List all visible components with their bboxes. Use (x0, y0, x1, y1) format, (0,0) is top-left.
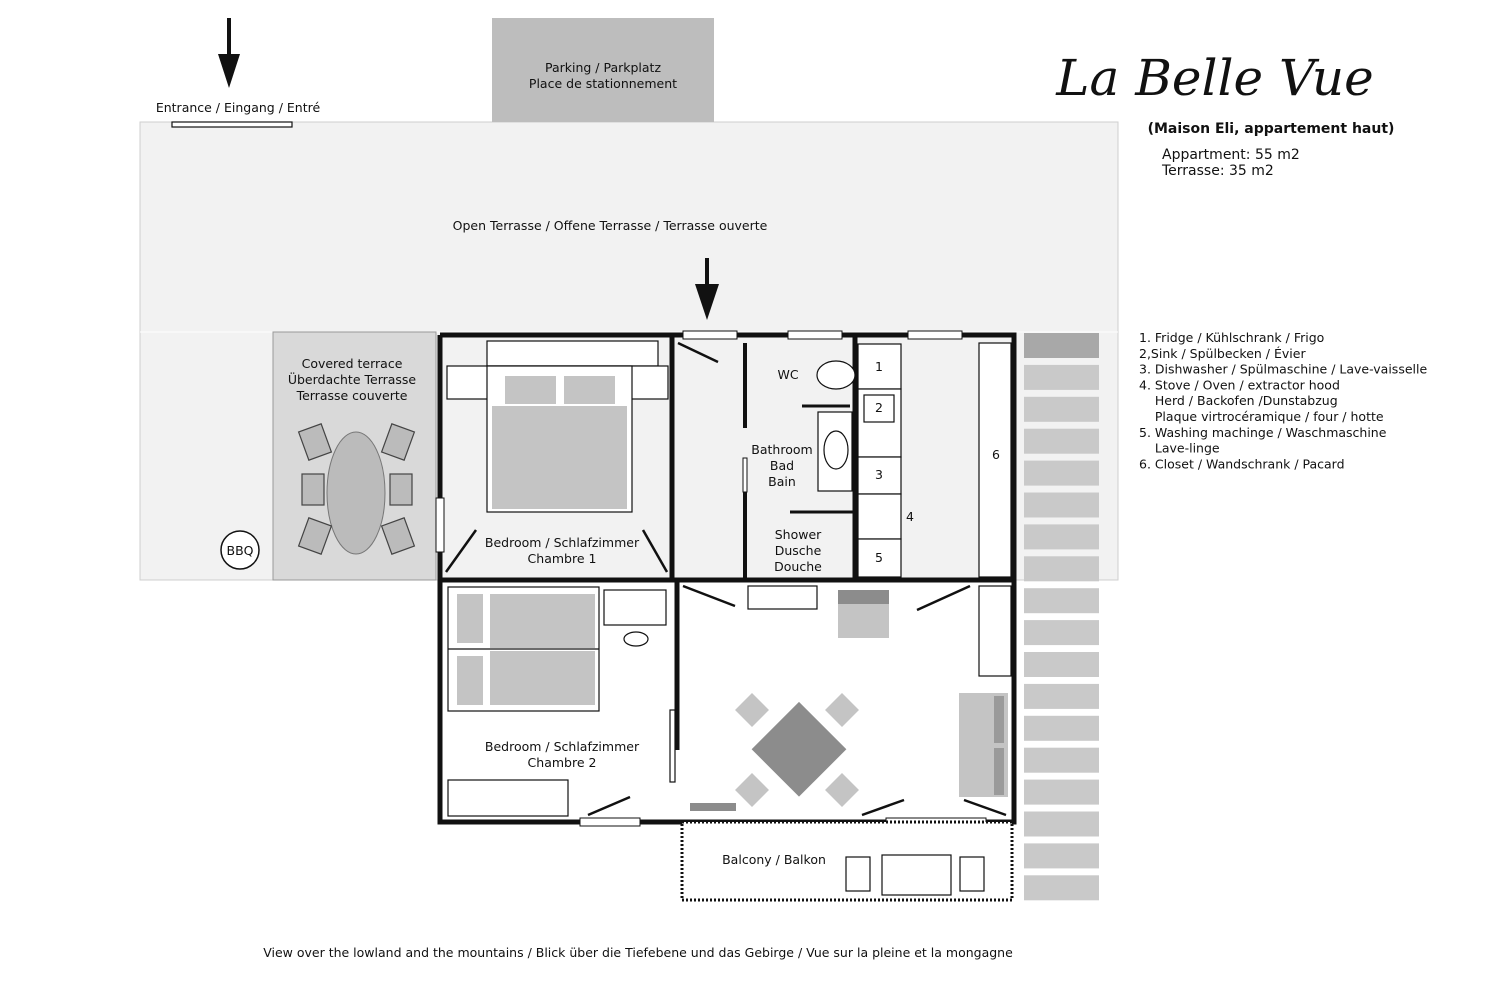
dining-table (735, 693, 859, 807)
legend-line: 3. Dishwasher / Spülmaschine / Lave-vais… (1139, 362, 1427, 377)
legend-line: Herd / Backofen /Dunstabzug (1139, 393, 1338, 408)
bbq-label: BBQ (227, 543, 254, 558)
bbq-icon (220, 530, 260, 570)
legend-line: 2,Sink / Spülbecken / Évier (1139, 346, 1306, 361)
bedroom2-furniture (447, 586, 676, 817)
parking-label-2: Place de stationnement (529, 76, 677, 91)
living-room-furniture (690, 585, 1012, 811)
stair-step (1024, 428, 1099, 454)
kitchen-num-4: 4 (906, 509, 914, 524)
bedroom2-label-1: Bedroom / Schlafzimmer (485, 739, 640, 754)
bath-label-1: Bathroom (751, 442, 812, 457)
bedroom2-doors (587, 795, 631, 817)
area-apartment: Appartment: 55 m2 (1162, 147, 1300, 163)
balcony-label: Balcony / Balkon (722, 852, 826, 867)
kitchen-num-3: 3 (875, 467, 883, 482)
kitchen-num-1: 1 (875, 359, 883, 374)
bedroom1-bed (446, 340, 669, 513)
kitchen-num-2: 2 (875, 400, 883, 415)
parking-area (492, 18, 714, 122)
stair-step (1024, 524, 1099, 550)
stair-step (1024, 683, 1099, 709)
stair-step (1024, 779, 1099, 805)
page-subtitle: (Maison Eli, appartement haut) (1148, 121, 1395, 137)
legend-line: Plaque virtrocéramique / four / hotte (1139, 409, 1384, 424)
area-terrace: Terrasse: 35 m2 (1161, 163, 1274, 179)
stair-step (1024, 843, 1099, 869)
wc-label: WC (777, 367, 798, 382)
stair-step (1024, 715, 1099, 741)
stair-step (1024, 652, 1099, 677)
stair-step (1024, 396, 1099, 422)
kitchen-num-6: 6 (992, 447, 1000, 462)
stair-step (1024, 333, 1099, 358)
entrance-door (171, 121, 293, 128)
kitchen-num-5: 5 (875, 550, 883, 565)
bath-label-2: Bad (770, 458, 794, 473)
page-title: La Belle Vue (1055, 49, 1373, 107)
covered-label-1: Covered terrace (302, 356, 403, 371)
open-terrace-label: Open Terrasse / Offene Terrasse / Terras… (453, 218, 768, 233)
stair-step (1024, 747, 1099, 773)
stair-step (1024, 556, 1099, 582)
living-room-doors (682, 584, 1007, 817)
legend-line: Lave-linge (1139, 441, 1220, 456)
stair-step (1024, 811, 1099, 837)
bedroom2-label-2: Chambre 2 (528, 755, 597, 770)
entrance-label: Entrance / Eingang / Entré (156, 100, 321, 115)
legend-line: 5. Washing machinge / Waschmaschine (1139, 425, 1387, 440)
kitchen-units (857, 342, 1012, 578)
entrance-arrow-icon (218, 18, 240, 88)
legend-line: 6. Closet / Wandschrank / Pacard (1139, 456, 1345, 471)
covered-label-3: Terrasse couverte (296, 388, 408, 403)
shower-label-2: Dusche (775, 543, 822, 558)
shower-label-1: Shower (775, 527, 822, 542)
stair-step (1024, 364, 1099, 390)
stair-step (1024, 620, 1099, 646)
bedroom1-label-1: Bedroom / Schlafzimmer (485, 535, 640, 550)
stair-step (1024, 875, 1099, 901)
bath-label-3: Bain (768, 474, 796, 489)
stair-step (1024, 492, 1099, 518)
stairs (1024, 333, 1099, 901)
stair-step (1024, 460, 1099, 486)
covered-label-2: Überdachte Terrasse (288, 371, 417, 387)
apartment-entry-arrow-icon (695, 258, 719, 320)
bathroom-fixtures (677, 341, 856, 580)
legend-line: 1. Fridge / Kühlschrank / Frigo (1139, 330, 1324, 345)
parking-label-1: Parking / Parkplatz (545, 60, 661, 75)
bedroom1-doors (444, 529, 669, 573)
bedroom1-label-2: Chambre 1 (528, 551, 597, 566)
balcony-area (680, 820, 1014, 902)
outdoor-dining-table (297, 423, 416, 555)
stair-step (1024, 588, 1099, 614)
legend-line: 4. Stove / Oven / extractor hood (1139, 377, 1340, 392)
shower-label-3: Douche (774, 559, 822, 574)
view-caption: View over the lowland and the mountains … (263, 945, 1013, 960)
